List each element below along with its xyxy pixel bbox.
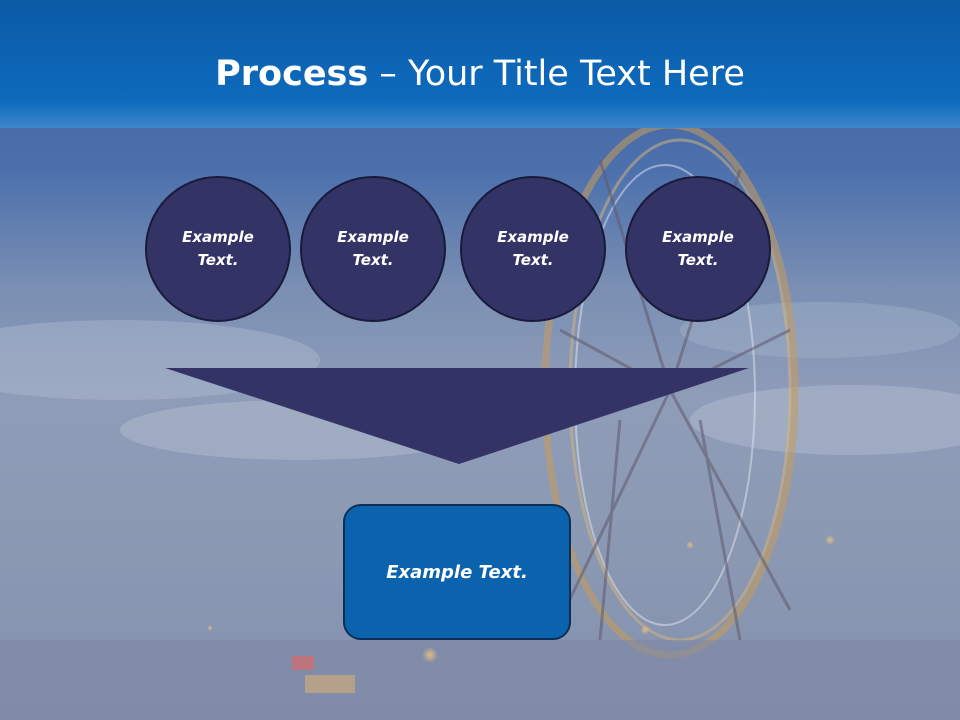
process-circle-3[interactable]: Example Text. (460, 176, 606, 322)
circle-label: Example Text. (182, 228, 254, 269)
title-bold-part: Process (215, 54, 369, 94)
result-label: Example Text. (386, 561, 528, 583)
title-rest-part: – Your Title Text Here (368, 54, 745, 94)
process-circle-4[interactable]: Example Text. (625, 176, 771, 322)
funnel-arrow-shape (165, 368, 749, 464)
process-circle-2[interactable]: Example Text. (300, 176, 446, 322)
title-band: Process – Your Title Text Here (0, 0, 960, 128)
circle-label: Example Text. (337, 228, 409, 269)
process-circle-1[interactable]: Example Text. (145, 176, 291, 322)
circle-label: Example Text. (662, 228, 734, 269)
funnel-arrow[interactable] (165, 368, 749, 466)
slide-title: Process – Your Title Text Here (0, 50, 960, 98)
result-box[interactable]: Example Text. (343, 504, 571, 640)
circle-label: Example Text. (497, 228, 569, 269)
